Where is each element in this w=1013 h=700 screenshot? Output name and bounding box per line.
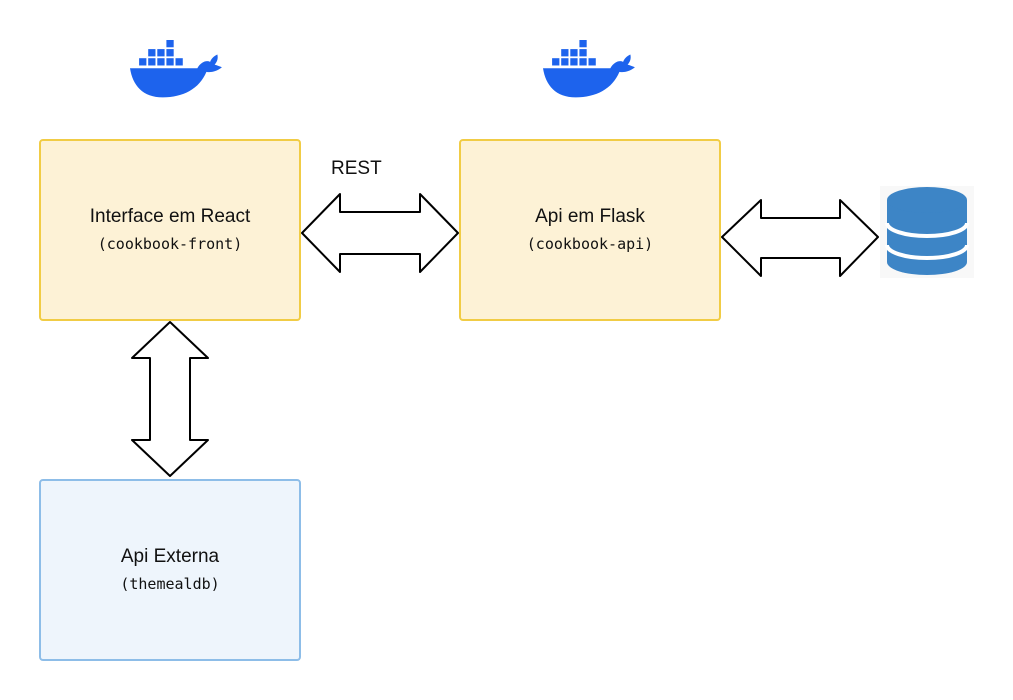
docker-whale-icon-front xyxy=(130,40,222,98)
node-external-api: Api Externa (themealdb) xyxy=(39,479,301,661)
node-subtitle: (cookbook-api) xyxy=(526,235,654,253)
node-title: Interface em React xyxy=(89,206,251,227)
node-cookbook-api: Api em Flask (cookbook-api) xyxy=(459,139,721,321)
arrow-front-external xyxy=(131,321,209,477)
node-subtitle: (themealdb) xyxy=(120,575,220,593)
rest-label: REST xyxy=(331,158,382,179)
database-icon xyxy=(880,186,974,278)
node-title: Api Externa xyxy=(120,546,220,567)
docker-whale-icon-api xyxy=(543,40,635,98)
arrow-api-database xyxy=(721,199,879,277)
node-subtitle: (cookbook-front) xyxy=(97,235,243,253)
arrow-front-api xyxy=(301,193,459,273)
node-cookbook-front: Interface em React (cookbook-front) xyxy=(39,139,301,321)
node-title: Api em Flask xyxy=(535,206,645,227)
